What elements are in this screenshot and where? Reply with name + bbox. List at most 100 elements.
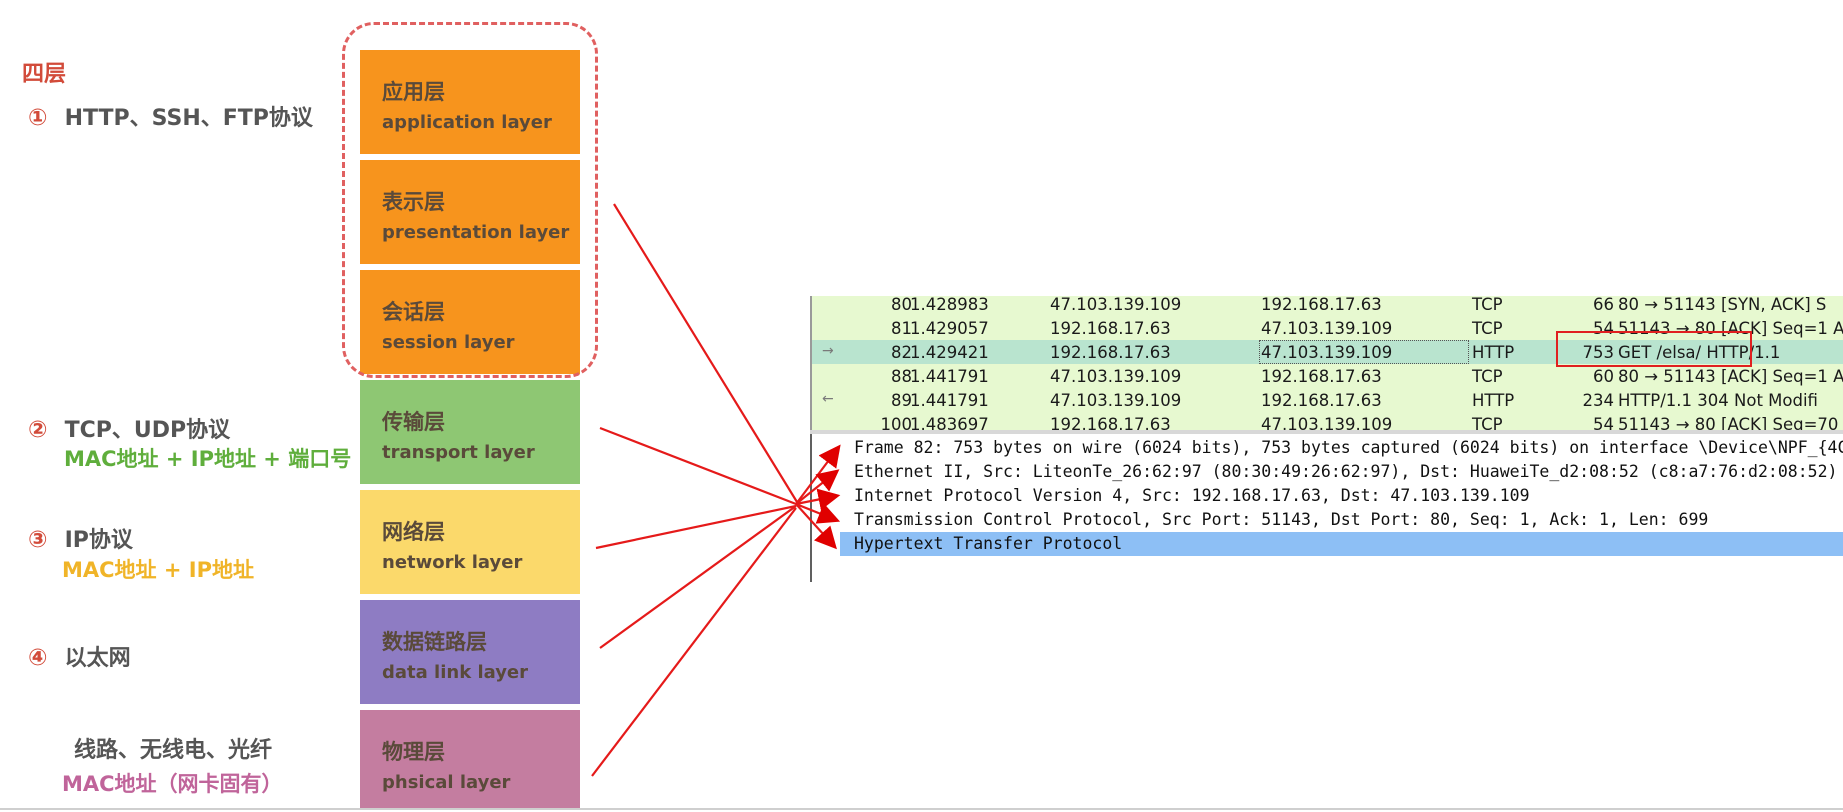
packet-length: 54 [1593,319,1614,338]
layer-network: 网络层 network layer [360,490,580,594]
arrow-network-to-frame [595,504,797,550]
packet-protocol: TCP [1472,415,1503,430]
layer-session: 会话层 session layer [360,270,580,374]
packet-info: 80 → 51143 [ACK] Seq=1 A [1618,367,1843,386]
packet-source: 192.168.17.63 [1050,415,1171,430]
packet-list[interactable]: 80 1.428983 47.103.139.109 192.168.17.63… [810,296,1843,430]
packet-info: 51143 → 80 [ACK] Seq=1 A [1618,319,1843,338]
packet-no: 89 [891,391,912,410]
layer-name-en: network layer [382,552,523,573]
layer-name-zh: 会话层 [382,300,445,324]
packet-destination: 47.103.139.109 [1261,343,1393,362]
packet-no: 88 [891,367,912,386]
packet-time: 1.428983 [910,296,989,314]
packet-time: 1.429421 [910,343,989,362]
layer-name-zh: 表示层 [382,190,445,214]
layer-transport: 传输层 transport layer [360,380,580,484]
http-request-highlight-box [1556,331,1752,367]
packet-no: 80 [891,296,912,314]
packet-destination: 192.168.17.63 [1261,391,1382,410]
layer-name-en: session layer [382,332,515,353]
layer-name-zh: 应用层 [382,80,445,104]
response-arrow-icon: ← [822,391,834,407]
packet-length: 234 [1582,391,1615,410]
item-transport: ② TCP、UDP协议 [28,412,230,444]
upper-layers-dashed-outline [342,22,598,378]
packet-time: 1.483697 [910,415,989,430]
packet-row[interactable]: 80 1.428983 47.103.139.109 192.168.17.63… [812,296,1843,316]
packet-protocol: HTTP [1472,391,1515,410]
packet-source: 47.103.139.109 [1050,296,1182,314]
packet-protocol: TCP [1472,367,1503,386]
packet-protocol: HTTP [1472,343,1515,362]
layer-name-en: transport layer [382,442,535,463]
arrow-to-tcp [795,502,841,524]
arrow-to-ethernet [795,469,840,505]
packet-protocol: TCP [1472,319,1503,338]
item-number: ④ [28,645,48,671]
item-physical-sub: MAC地址（网卡固有） [62,772,283,796]
request-arrow-icon: → [822,343,834,359]
item-transport-sub: MAC地址 + IP地址 + 端口号 [64,447,352,471]
layer-name-en: presentation layer [382,222,570,243]
packet-source: 47.103.139.109 [1050,391,1182,410]
arrow-physical-to-frame [591,507,797,777]
arrow-to-ipv4 [795,488,841,511]
packet-time: 1.441791 [910,391,989,410]
item-network: ③ IP协议 [28,522,133,554]
packet-info: 51143 → 80 [ACK] Seq=70 [1618,415,1839,430]
arrow-application-to-frame [613,203,798,503]
item-number: ③ [28,527,48,553]
item-application: ① HTTP、SSH、FTP协议 [28,100,313,132]
layer-application: 应用层 application layer [360,50,580,154]
packet-capture-panel: 80 1.428983 47.103.139.109 192.168.17.63… [810,296,1843,586]
packet-no: 82 [891,343,912,362]
layer-name-zh: 物理层 [382,740,445,764]
layer-name-en: phsical layer [382,772,511,793]
packet-destination: 47.103.139.109 [1261,319,1393,338]
packet-source: 192.168.17.63 [1050,319,1171,338]
packet-destination: 192.168.17.63 [1261,367,1382,386]
item-network-sub: MAC地址 + IP地址 [62,558,254,582]
item-physical: 线路、无线电、光纤 [74,738,273,763]
arrow-to-http [795,503,837,550]
packet-destination: 192.168.17.63 [1261,296,1382,314]
packet-info: 80 → 51143 [SYN, ACK] S [1618,296,1827,314]
packet-row[interactable]: 88 1.441791 47.103.139.109 192.168.17.63… [812,364,1843,388]
layer-name-zh: 传输层 [382,410,445,434]
packet-row-selected[interactable]: → 82 1.429421 192.168.17.63 47.103.139.1… [812,340,1843,364]
detail-text: Frame 82: 753 bytes on wire (6024 bits),… [854,438,1843,457]
packet-row[interactable]: 81 1.429057 192.168.17.63 47.103.139.109… [812,316,1843,340]
layer-name-zh: 网络层 [382,520,445,544]
packet-no: 81 [891,319,912,338]
item-number: ② [28,417,48,443]
pane-splitter[interactable] [810,430,1843,434]
arrow-transport-to-frame [599,426,797,506]
packet-source: 192.168.17.63 [1050,343,1171,362]
packet-length: 66 [1593,296,1614,314]
detail-text: Internet Protocol Version 4, Src: 192.16… [854,486,1530,505]
item-datalink: ④ 以太网 [28,640,131,672]
packet-no: 100 [880,415,913,430]
item-label: HTTP、SSH、FTP协议 [64,106,313,131]
section-heading: 四层 [22,62,67,87]
detail-http-selected[interactable]: Hypertext Transfer Protocol [840,532,1843,556]
layer-name-en: data link layer [382,662,529,683]
packet-length: 753 [1582,343,1615,362]
item-label: 以太网 [64,646,131,671]
item-label: IP协议 [64,528,133,553]
packet-row[interactable]: ← 89 1.441791 47.103.139.109 192.168.17.… [812,388,1843,412]
layer-name-zh: 数据链路层 [382,630,487,654]
layer-presentation: 表示层 presentation layer [360,160,580,264]
packet-length: 54 [1593,415,1614,430]
bottom-divider [0,808,1843,810]
packet-info: HTTP/1.1 304 Not Modifi [1618,391,1818,410]
item-label: TCP、UDP协议 [64,418,231,443]
detail-text: Transmission Control Protocol, Src Port:… [854,510,1709,529]
packet-row[interactable]: 100 1.483697 192.168.17.63 47.103.139.10… [812,412,1843,430]
packet-source: 47.103.139.109 [1050,367,1182,386]
layer-data-link: 数据链路层 data link layer [360,600,580,704]
layer-physical: 物理层 phsical layer [360,710,580,810]
packet-details-tree[interactable]: Frame 82: 753 bytes on wire (6024 bits),… [810,434,1843,582]
arrow-datalink-to-frame [599,505,797,649]
